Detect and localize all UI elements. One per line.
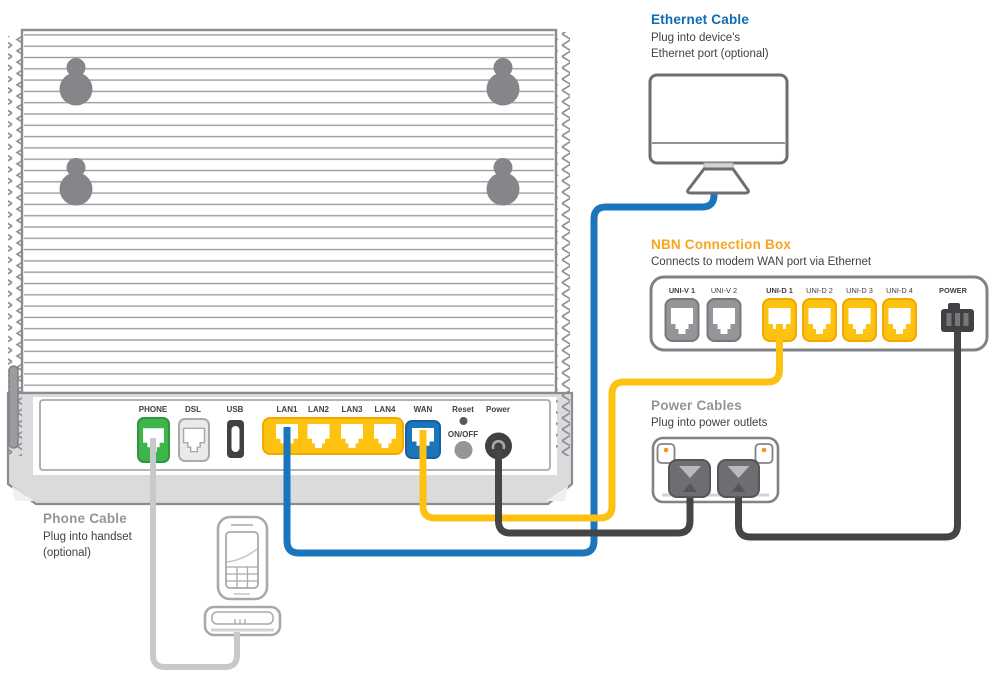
keyhole-icon [493,58,513,77]
monitor-stand [686,167,750,195]
onoff-label: ON/OFF [448,430,478,439]
lan1-port-label: LAN1 [277,405,298,414]
power-title: Power Cables [651,398,742,413]
keyhole-icon [486,172,520,206]
outlet-switch [656,443,676,464]
wan-port-label: WAN [414,405,433,414]
mounting-keyholes [59,58,520,206]
switch-indicator-icon [761,447,767,453]
side-tab [8,365,19,449]
uni-d2-label: UNI-D 2 [806,286,833,295]
base-highlight [546,486,568,501]
onoff-button [454,441,473,459]
ethernet-line1: Plug into device's [651,32,740,44]
lan2-port-label: LAN2 [308,405,329,414]
handset-screen [225,531,259,589]
modem-ridges [24,32,554,391]
uni-v-ports [664,298,742,342]
phone-line1: Plug into handset [43,531,133,543]
power-plug-right [717,459,760,498]
nbn-power-label: POWER [939,286,968,295]
phone-title: Phone Cable [43,511,127,526]
rj-jack-icon [182,427,206,453]
nbn-title: NBN Connection Box [651,237,791,252]
rj-jack-icon [374,424,396,448]
plug-slot-icon [963,313,969,326]
switch-indicator-icon [663,447,669,453]
outlet-switch [754,443,774,464]
modem-left-fin-edge [8,36,22,456]
rj-jack-icon [307,424,330,448]
keyhole-icon [59,172,93,206]
rj-jack-icon [848,308,871,334]
nbn-power-cable [735,330,961,541]
base-highlight [12,486,34,501]
uni-d4-label: UNI-D 4 [886,286,913,295]
keyhole-icon [493,158,513,177]
usb-port-label: USB [227,405,244,414]
plug-detail-icon [683,483,697,492]
handset-keypad [226,566,258,588]
dsl-port-label: DSL [185,405,201,414]
nbn-power-port [941,303,974,332]
plug-detail-icon [731,483,746,492]
rj-jack-icon [888,308,911,334]
uni-d-ports [762,298,917,342]
monitor-screen [648,73,789,165]
uni-v2-label: UNI-V 2 [711,286,737,295]
dsl-port [178,418,210,462]
plug-detail-icon [727,466,750,478]
ethernet-annotation: Ethernet Cable Plug into device's Ethern… [651,12,769,60]
power-label: Power [486,405,510,414]
phone-cable [150,438,240,670]
ethernet-title: Ethernet Cable [651,12,749,27]
uni-d3-label: UNI-D 3 [846,286,873,295]
reset-label: Reset [452,405,474,414]
power-line1: Plug into power outlets [651,417,768,429]
rj-jack-icon [713,308,735,334]
dock-contacts-icon [234,619,246,624]
phone-dock [203,605,282,637]
phone-handset [216,515,269,601]
modem-power-cable [495,450,694,537]
screen-shine [226,548,258,563]
rj-jack-icon [341,424,363,448]
power-plug-left [668,459,711,498]
lan4-port-label: LAN4 [375,405,396,414]
phone-annotation: Phone Cable Plug into handset (optional) [43,511,133,559]
phone-line2: (optional) [43,547,91,559]
power-pin-icon [491,439,506,450]
usb-port [227,420,244,458]
rj-jack-icon [671,308,693,334]
lan3-port-label: LAN3 [342,405,363,414]
uni-v1-label: UNI-V 1 [669,286,695,295]
dock-cradle [211,611,274,625]
keyhole-icon [66,58,86,77]
reset-button [459,417,468,425]
keyhole-icon [59,72,93,106]
ethernet-line2: Ethernet port (optional) [651,48,769,60]
lan-ports-block [262,417,404,455]
phone-port-label: PHONE [139,405,168,414]
usb-slot-icon [231,426,240,452]
rj-jack-icon [768,308,791,334]
rj-jack-icon [808,308,831,334]
dock-body [203,605,282,637]
nbn-line1: Connects to modem WAN port via Ethernet [651,256,872,268]
plug-slot-icon [946,313,952,326]
keyhole-icon [66,158,86,177]
modem-right-fin-edge [556,32,570,456]
power-jack [485,432,512,460]
plug-slot-icon [955,313,960,326]
wan-uplink-cable [419,324,783,522]
power-annotation: Power Cables Plug into power outlets [651,398,768,429]
computer-monitor [648,73,789,172]
plug-detail-icon [679,466,701,478]
uni-d1-label: UNI-D 1 [766,286,793,295]
nbn-connection-box: UNI-V 1 UNI-V 2 UNI-D 1 UNI-D 2 UNI-D 3 … [649,275,989,352]
keyhole-icon [486,72,520,106]
ethernet-cable [283,189,718,557]
nbn-annotation: NBN Connection Box Connects to modem WAN… [651,237,872,268]
